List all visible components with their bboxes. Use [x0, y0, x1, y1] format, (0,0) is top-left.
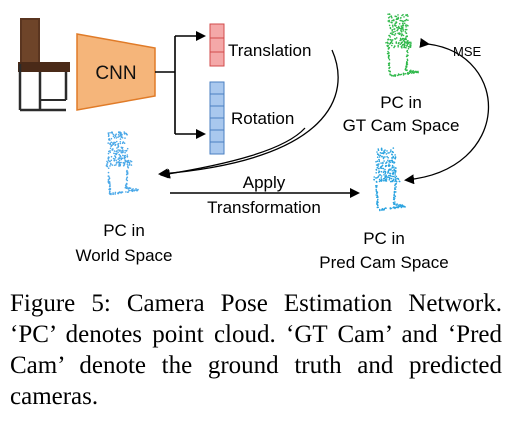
pred-pc-label-line2: Pred Cam Space [319, 253, 448, 272]
rotation-vector [209, 81, 225, 155]
figure-caption: Figure 5: Camera Pose Estimation Network… [10, 290, 502, 410]
pose-estimation-diagram: CNN Translation Rotation PC in GT Cam Sp… [18, 13, 489, 272]
world-pc-label-line2: World Space [75, 246, 172, 265]
mse-label: MSE [453, 44, 482, 59]
cnn-output-arrows [155, 31, 206, 139]
pred-pc-label-line1: PC in [363, 229, 405, 248]
rotation-to-world-arrow [160, 127, 306, 179]
cnn-label: CNN [95, 63, 136, 84]
input-chair-image [18, 18, 70, 112]
transformation-label: Transformation [207, 198, 321, 217]
mse-arrow [404, 37, 489, 185]
translation-to-world-arrow [158, 49, 339, 179]
rotation-label: Rotation [231, 109, 294, 128]
cnn-block [76, 33, 156, 111]
apply-label: Apply [243, 173, 286, 192]
world-pc-label-line1: PC in [103, 221, 145, 240]
translation-vector [209, 23, 225, 67]
translation-label: Translation [228, 41, 311, 60]
gt-pc-label-line1: PC in [380, 93, 422, 112]
gt-pc-label-line2: GT Cam Space [343, 116, 460, 135]
gt-cam-point-cloud [385, 13, 419, 77]
world-space-point-cloud [105, 131, 139, 196]
pred-cam-point-cloud [373, 147, 406, 212]
